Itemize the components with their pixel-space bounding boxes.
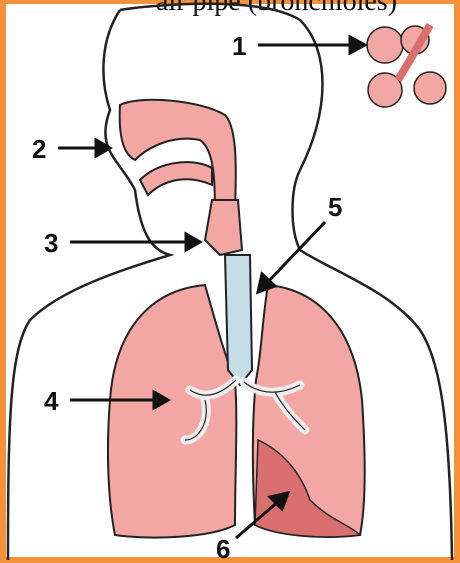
label-3: 3: [44, 228, 58, 258]
alveoli-cluster: [367, 25, 446, 107]
oral-cavity: [140, 162, 212, 195]
larynx: [205, 200, 242, 255]
label-6: 6: [216, 534, 230, 563]
label-4: 4: [44, 386, 59, 416]
label-1: 1: [232, 31, 246, 61]
right-lung: [108, 285, 236, 538]
label-5: 5: [328, 192, 342, 222]
trachea: [225, 255, 252, 385]
label-2: 2: [32, 134, 46, 164]
